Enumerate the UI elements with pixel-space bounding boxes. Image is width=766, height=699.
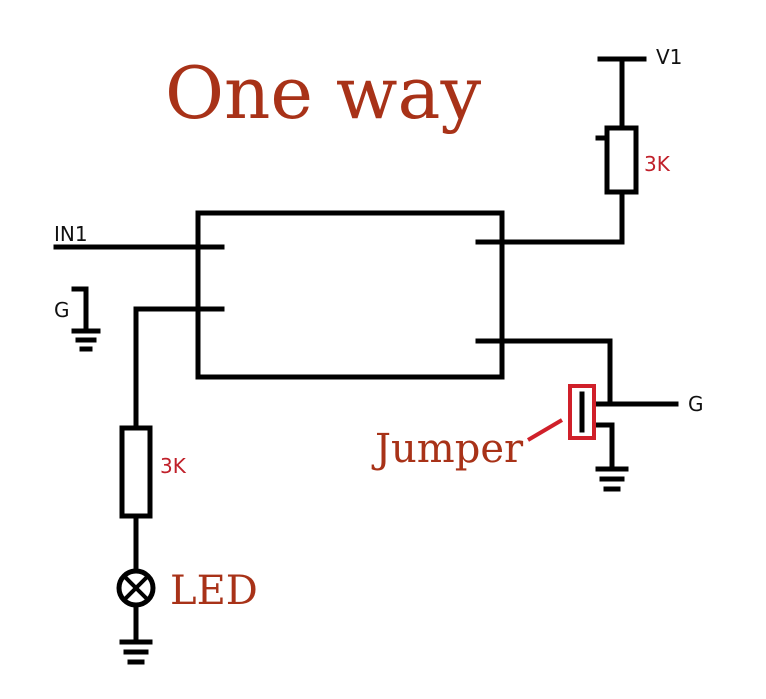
wire-module-to-led-resistor bbox=[133, 306, 201, 431]
label-resistor-top: 3K bbox=[644, 152, 671, 176]
wire-v1-to-module bbox=[499, 189, 625, 245]
label-in1: IN1 bbox=[54, 222, 88, 246]
label-g-right: G bbox=[688, 392, 704, 416]
jumper-block bbox=[568, 384, 596, 440]
ground-symbol-right bbox=[595, 466, 629, 492]
led-lamp-icon bbox=[116, 568, 156, 608]
diagram-title: One way bbox=[165, 51, 481, 135]
resistor-top bbox=[604, 125, 639, 195]
wire-module-to-jumper bbox=[499, 338, 613, 407]
label-v1: V1 bbox=[656, 45, 682, 69]
ground-symbol-led bbox=[119, 639, 153, 665]
label-jumper: Jumper bbox=[371, 426, 524, 472]
label-g-left: G bbox=[54, 298, 70, 322]
resistor-left bbox=[119, 425, 153, 519]
module-box bbox=[195, 210, 505, 380]
label-resistor-left: 3K bbox=[160, 454, 187, 478]
v1-supply-symbol bbox=[597, 56, 647, 131]
label-led: LED bbox=[170, 568, 258, 614]
ground-symbol-left bbox=[71, 286, 101, 352]
jumper-pointer bbox=[526, 418, 564, 442]
